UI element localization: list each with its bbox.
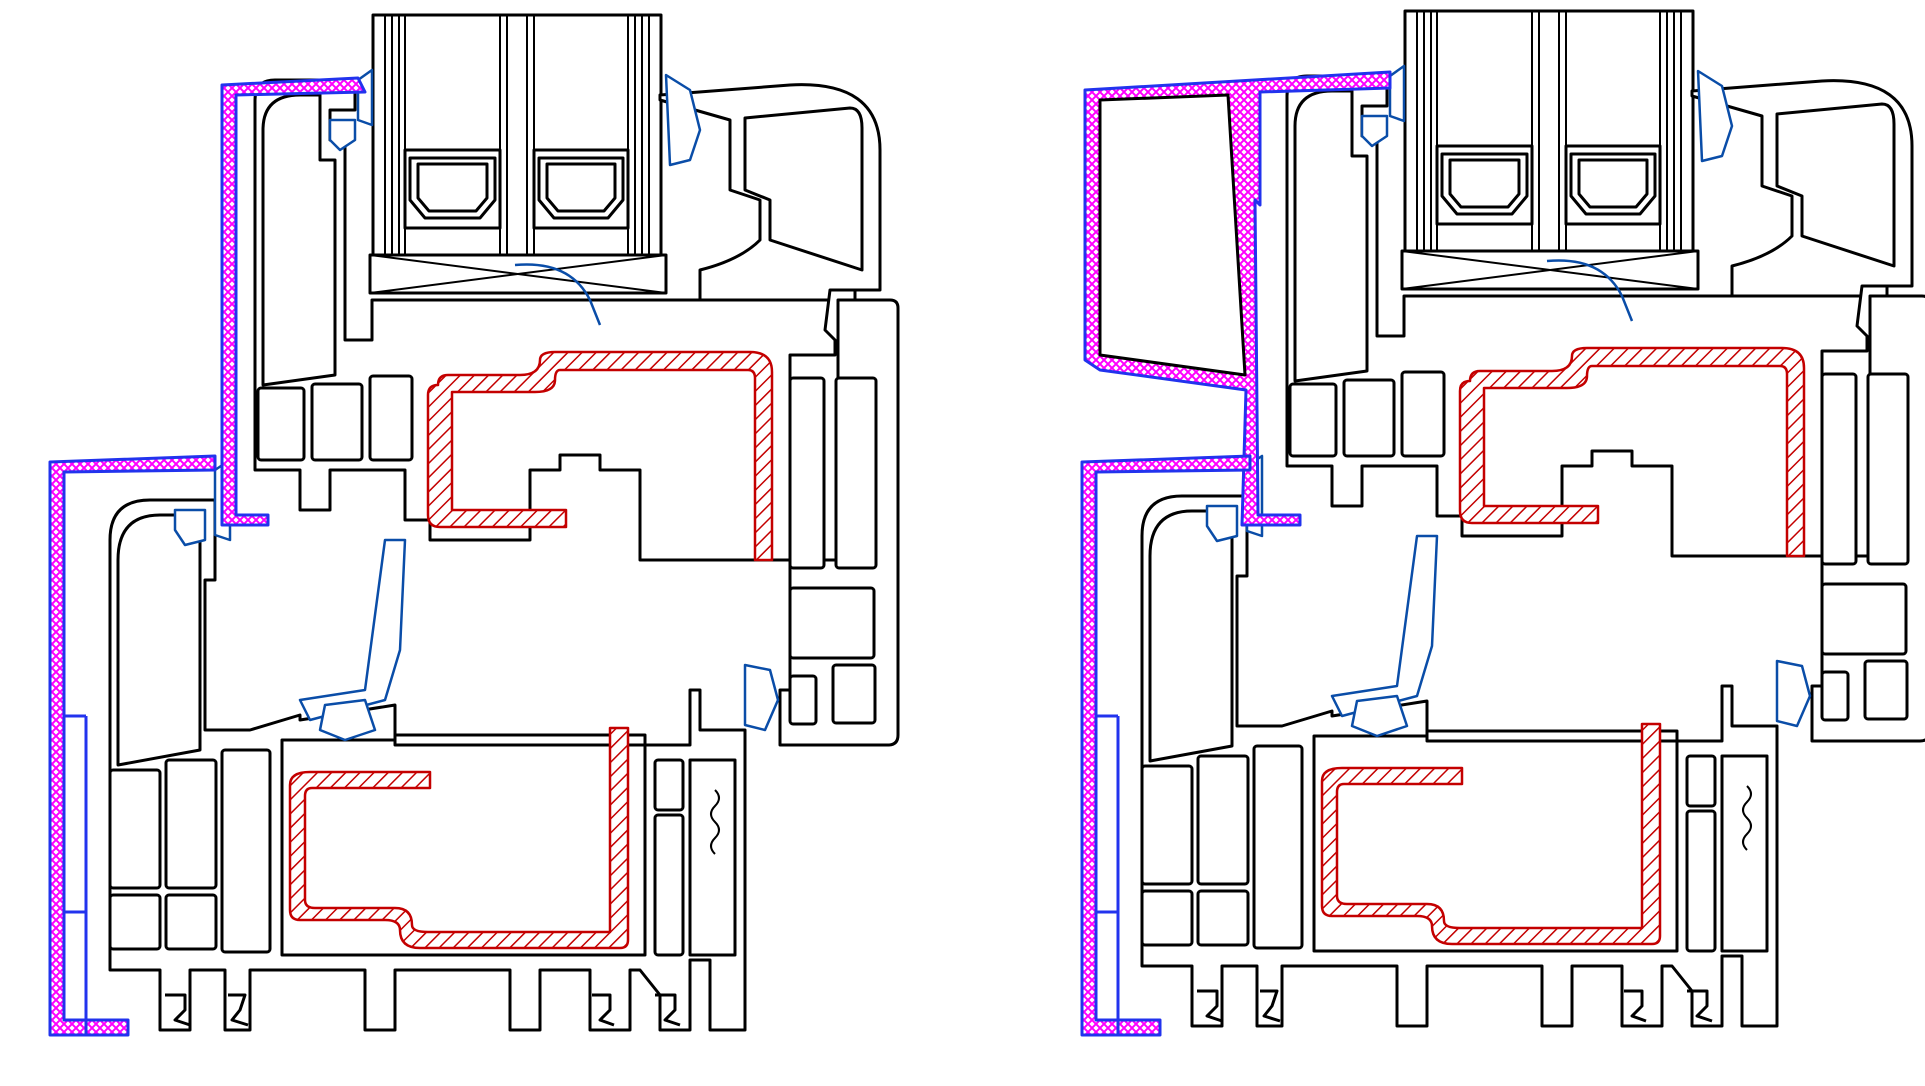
right-section (1080, 9, 1925, 1037)
left-section (48, 13, 900, 1037)
